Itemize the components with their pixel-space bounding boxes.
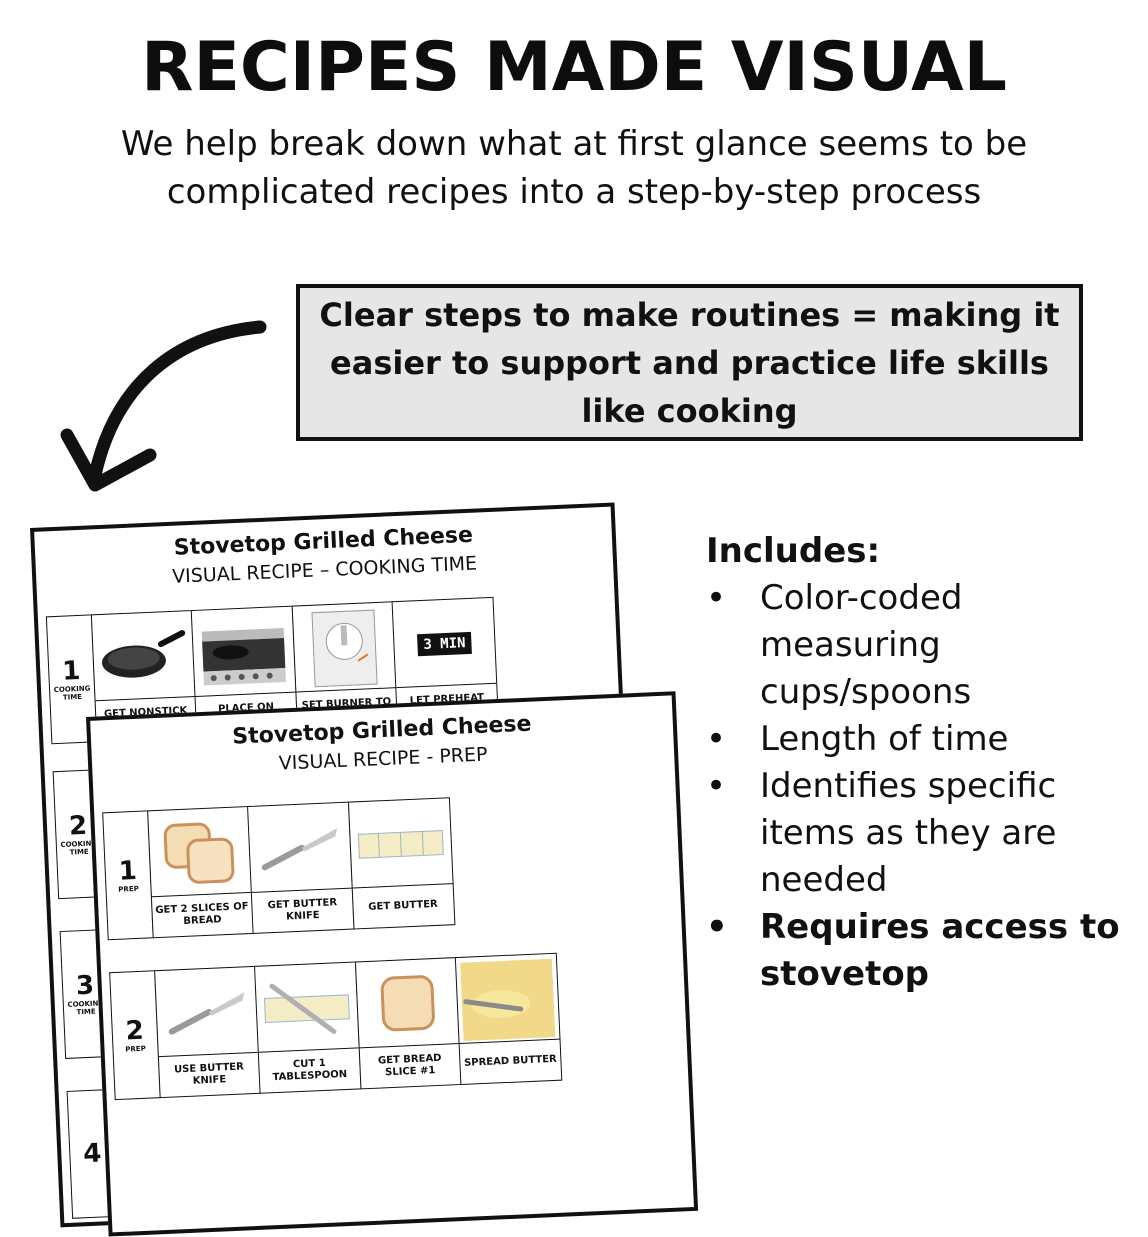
burner-dial-icon — [296, 606, 391, 690]
timer-display: 3 MIN — [416, 631, 472, 657]
step-caption: GET 2 SLICES OF BREAD — [151, 891, 254, 938]
step-cell: GET BUTTER — [347, 797, 455, 930]
row-tag: PREP — [125, 1044, 146, 1054]
recipe-row: 2 PREP USE BUTTER KNIFE CUT 1 TABLESPOON… — [109, 952, 563, 1101]
row-number: 3 — [75, 970, 95, 1002]
butter-knife-icon — [159, 971, 254, 1055]
step-caption: GET BUTTER KNIFE — [251, 887, 354, 933]
step-caption: GET BREAD SLICE #1 — [359, 1043, 461, 1089]
includes-title: Includes: — [706, 531, 881, 571]
skillet-icon — [96, 615, 191, 699]
list-item: Length of time — [706, 716, 1126, 763]
butter-stick-icon — [353, 802, 448, 886]
step-cell: GET BREAD SLICE #1 — [354, 957, 462, 1090]
step-caption: SPREAD BUTTER — [459, 1038, 562, 1084]
step-cell: GET BUTTER KNIFE — [247, 801, 355, 934]
callout-box: Clear steps to make routines = making it… — [296, 284, 1083, 441]
recipe-sheet-cooking: Stovetop Grilled Cheese VISUAL RECIPE – … — [30, 502, 645, 1228]
row-number: 2 — [125, 1015, 145, 1047]
row-number: 1 — [118, 855, 138, 887]
includes-list: Color-coded measuring cups/spoons Length… — [706, 575, 1126, 998]
callout-text: Clear steps to make routines = making it… — [319, 295, 1060, 430]
includes-section: Includes: Color-coded measuring cups/spo… — [706, 528, 1126, 998]
step-cell: GET NONSTICK SKILLET — [90, 610, 198, 743]
step-cell: SET BURNER TO MEDIUM HEAT — [291, 601, 399, 734]
step-cell: SPREAD BUTTER — [454, 952, 563, 1086]
row-label: 1 PREP — [102, 810, 154, 941]
step-caption: GET BUTTER — [352, 883, 454, 929]
step-caption: USE BUTTER KNIFE — [158, 1051, 261, 1098]
row-label: 2 PREP — [109, 970, 161, 1101]
bread-slices-icon — [152, 811, 247, 895]
recipe-row: 1 PREP GET 2 SLICES OF BREAD GET BUTTER … — [102, 797, 455, 941]
timer-icon: 3 MIN — [397, 602, 492, 686]
list-item: Color-coded measuring cups/spoons — [706, 575, 1126, 716]
butter-knife-icon — [252, 807, 347, 891]
spread-butter-icon — [460, 958, 556, 1042]
stovetop-icon — [196, 611, 291, 695]
recipe-row: 1 COOKING TIME GET NONSTICK SKILLET PLAC… — [45, 596, 500, 745]
recipe-sheet-prep: Stovetop Grilled Cheese VISUAL RECIPE - … — [86, 691, 699, 1237]
list-item: Requires access to stovetop — [706, 904, 1126, 998]
step-cell: USE BUTTER KNIFE — [153, 965, 262, 1099]
curved-arrow-icon — [60, 320, 267, 492]
row-tag: COOKING TIME — [53, 684, 91, 702]
page-title: RECIPES MADE VISUAL — [141, 28, 1007, 107]
row-number: 4 — [82, 1138, 103, 1170]
row-number: 2 — [68, 810, 88, 842]
step-cell: GET 2 SLICES OF BREAD — [146, 805, 255, 939]
step-cell: PLACE ON STOVETOP — [190, 605, 299, 738]
step-cell: CUT 1 TABLESPOON — [254, 961, 362, 1094]
step-caption: CUT 1 TABLESPOON — [258, 1047, 361, 1093]
row-tag: PREP — [118, 884, 139, 894]
bread-slice-icon — [360, 962, 455, 1046]
cut-butter-icon — [259, 967, 354, 1051]
row-number: 1 — [61, 655, 81, 687]
page-subtitle: We help break down what at first glance … — [120, 124, 1028, 212]
list-item: Identifies specific items as they are ne… — [706, 763, 1126, 904]
